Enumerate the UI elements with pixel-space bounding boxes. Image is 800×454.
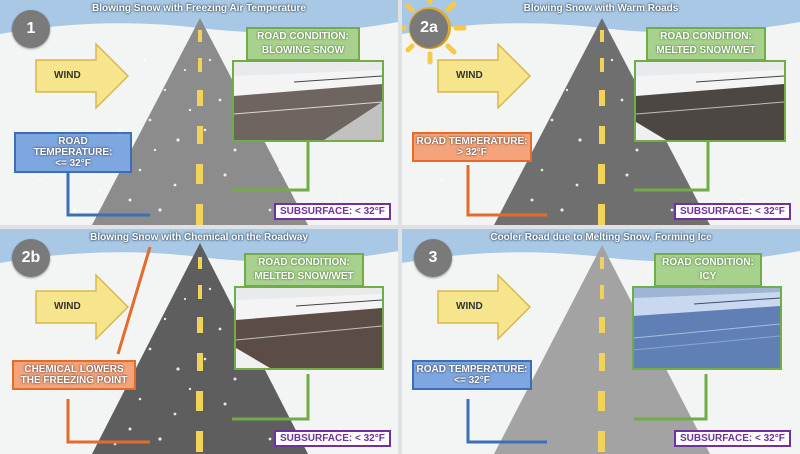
panel-2b-chemical-note: CHEMICAL LOWERS THE FREEZING POINT xyxy=(12,360,136,390)
panel-3-title: Cooler Road due to Melting Snow, Forming… xyxy=(490,232,712,243)
panel-2a-title: Blowing Snow with Warm Roads xyxy=(523,3,679,14)
road-condition-value: MELTED SNOW/WET xyxy=(254,271,354,282)
left-box-line1: CHEMICAL LOWERS xyxy=(24,364,124,375)
panel-3: Cooler Road due to Melting Snow, Forming… xyxy=(402,229,800,454)
panel-1-wind-label: WIND xyxy=(54,70,81,81)
left-box-line2: <= 32°F xyxy=(454,375,490,386)
panel-1-road-photo xyxy=(232,60,384,142)
panel-2b-title: Blowing Snow with Chemical on the Roadwa… xyxy=(90,232,308,243)
left-box-line1: ROAD TEMPERATURE: xyxy=(33,136,113,158)
panel-3-road-temperature: ROAD TEMPERATURE: <= 32°F xyxy=(412,360,532,390)
panel-1: Blowing Snow with Freezing Air Temperatu… xyxy=(0,0,398,225)
panel-1-title: Blowing Snow with Freezing Air Temperatu… xyxy=(92,3,306,14)
panel-1-subsurface: SUBSURFACE: < 32°F xyxy=(274,203,391,220)
panel-2a-badge: 2a xyxy=(410,9,448,47)
left-box-line1: ROAD TEMPERATURE: xyxy=(416,136,528,147)
panel-2a-road-condition: ROAD CONDITION: MELTED SNOW/WET xyxy=(646,27,766,61)
panel-2a-road-photo xyxy=(634,60,786,142)
road-condition-label: ROAD CONDITION: xyxy=(258,257,350,268)
panel-2a-wind-label: WIND xyxy=(456,70,483,81)
panel-1-road-condition: ROAD CONDITION: BLOWING SNOW xyxy=(246,27,360,61)
panel-3-road-photo xyxy=(632,286,782,370)
road-condition-label: ROAD CONDITION: xyxy=(257,31,349,42)
panel-2b: Blowing Snow with Chemical on the Roadwa… xyxy=(0,229,398,454)
road-condition-value: ICY xyxy=(699,271,717,282)
panel-2b-badge: 2b xyxy=(12,239,50,277)
left-box-line2: > 32°F xyxy=(457,147,487,158)
panel-3-badge: 3 xyxy=(414,239,452,277)
left-box-line2: THE FREEZING POINT xyxy=(20,375,128,386)
panel-3-road-condition: ROAD CONDITION: ICY xyxy=(654,253,762,287)
panel-2b-wind-label: WIND xyxy=(54,301,81,312)
panel-1-badge: 1 xyxy=(12,10,50,48)
panel-2a: Blowing Snow with Warm Roads 2a WIND ROA… xyxy=(402,0,800,225)
panel-3-subsurface: SUBSURFACE: < 32°F xyxy=(674,430,791,447)
panel-1-scene xyxy=(0,0,398,225)
left-box-line1: ROAD TEMPERATURE: xyxy=(416,364,528,375)
panel-2a-subsurface: SUBSURFACE: < 32°F xyxy=(674,203,791,220)
panel-2b-road-photo xyxy=(234,286,384,370)
left-box-line2: <= 32°F xyxy=(55,158,91,169)
panel-2b-subsurface: SUBSURFACE: < 32°F xyxy=(274,430,391,447)
panel-3-wind-label: WIND xyxy=(456,301,483,312)
panel-2a-road-temperature: ROAD TEMPERATURE: > 32°F xyxy=(412,132,532,162)
road-condition-value: MELTED SNOW/WET xyxy=(656,45,756,56)
road-condition-label: ROAD CONDITION: xyxy=(660,31,752,42)
panel-1-road-temperature: ROAD TEMPERATURE: <= 32°F xyxy=(14,132,132,173)
road-condition-value: BLOWING SNOW xyxy=(261,45,345,56)
road-condition-label: ROAD CONDITION: xyxy=(662,257,754,268)
panel-2b-road-condition: ROAD CONDITION: MELTED SNOW/WET xyxy=(244,253,364,287)
